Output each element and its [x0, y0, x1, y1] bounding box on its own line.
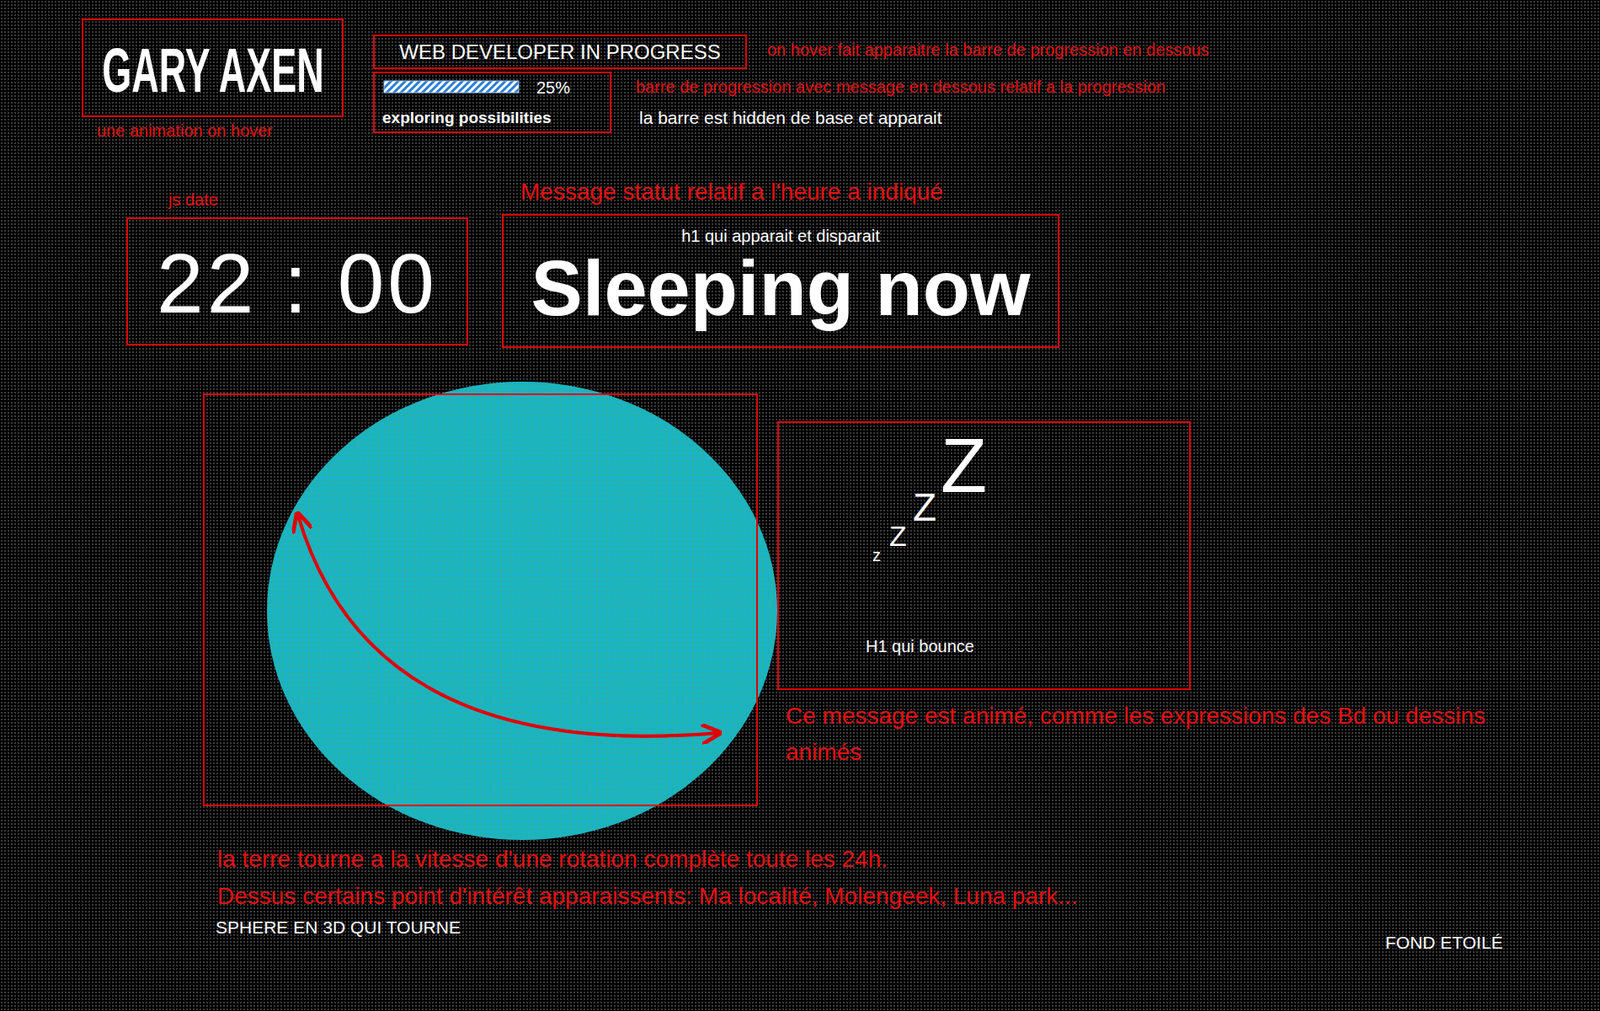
box-text: h1 qui apparait et disparait [681, 227, 880, 245]
box-text: Sleeping now [531, 249, 1031, 327]
wireframe-box: h1 qui apparait et disparaitSleeping now [501, 213, 1060, 348]
sphere-frame [203, 394, 758, 806]
annotation-note: barre de progression avec message en des… [635, 76, 1166, 97]
annotation-note: la barre est hidden de base et apparait [639, 106, 943, 128]
box-text: exploring possibilities [382, 109, 552, 126]
sleep-letter: z [872, 546, 881, 564]
annotation-note: Message statut relatif a l'heure a indiq… [520, 177, 944, 207]
wireframe-box: WEB DEVELOPER IN PROGRESS [373, 34, 747, 70]
annotation-note: SPHERE EN 3D QUI TOURNE [215, 916, 461, 938]
animation-box: zZZZH1 qui bounce [777, 421, 1191, 690]
rotation-arrow [298, 515, 718, 736]
progress-bar [383, 80, 520, 94]
annotation-note: une animation on hover [96, 120, 273, 141]
sleep-letter: Z [912, 487, 937, 527]
annotation-note: Dessus certains point d'intérêt apparais… [217, 881, 1078, 911]
annotation-note: on hover fait apparaitre la barre de pro… [767, 39, 1210, 60]
box-text: 25% [536, 79, 571, 96]
annotation-note: js date [168, 189, 219, 210]
box-text: 22 : 00 [156, 240, 438, 326]
annotation-note: FOND ETOILÉ [1385, 931, 1504, 953]
annotation-note: Ce message est animé, comme les expressi… [785, 697, 1510, 771]
sleep-letter: Z [889, 521, 907, 550]
wireframe-box: GARY AXEN [81, 18, 344, 118]
annotation-note: la terre tourne a la vitesse d'une rotat… [217, 844, 888, 874]
sleep-letter: Z [940, 427, 987, 504]
box-text: WEB DEVELOPER IN PROGRESS [399, 42, 720, 63]
box-text: H1 qui bounce [865, 637, 975, 655]
earth-sphere [266, 381, 778, 840]
wireframe-box: 22 : 00 [126, 217, 469, 346]
box-text: GARY AXEN [101, 38, 324, 102]
wireframe-box: 25% exploring possibilities [373, 71, 612, 134]
